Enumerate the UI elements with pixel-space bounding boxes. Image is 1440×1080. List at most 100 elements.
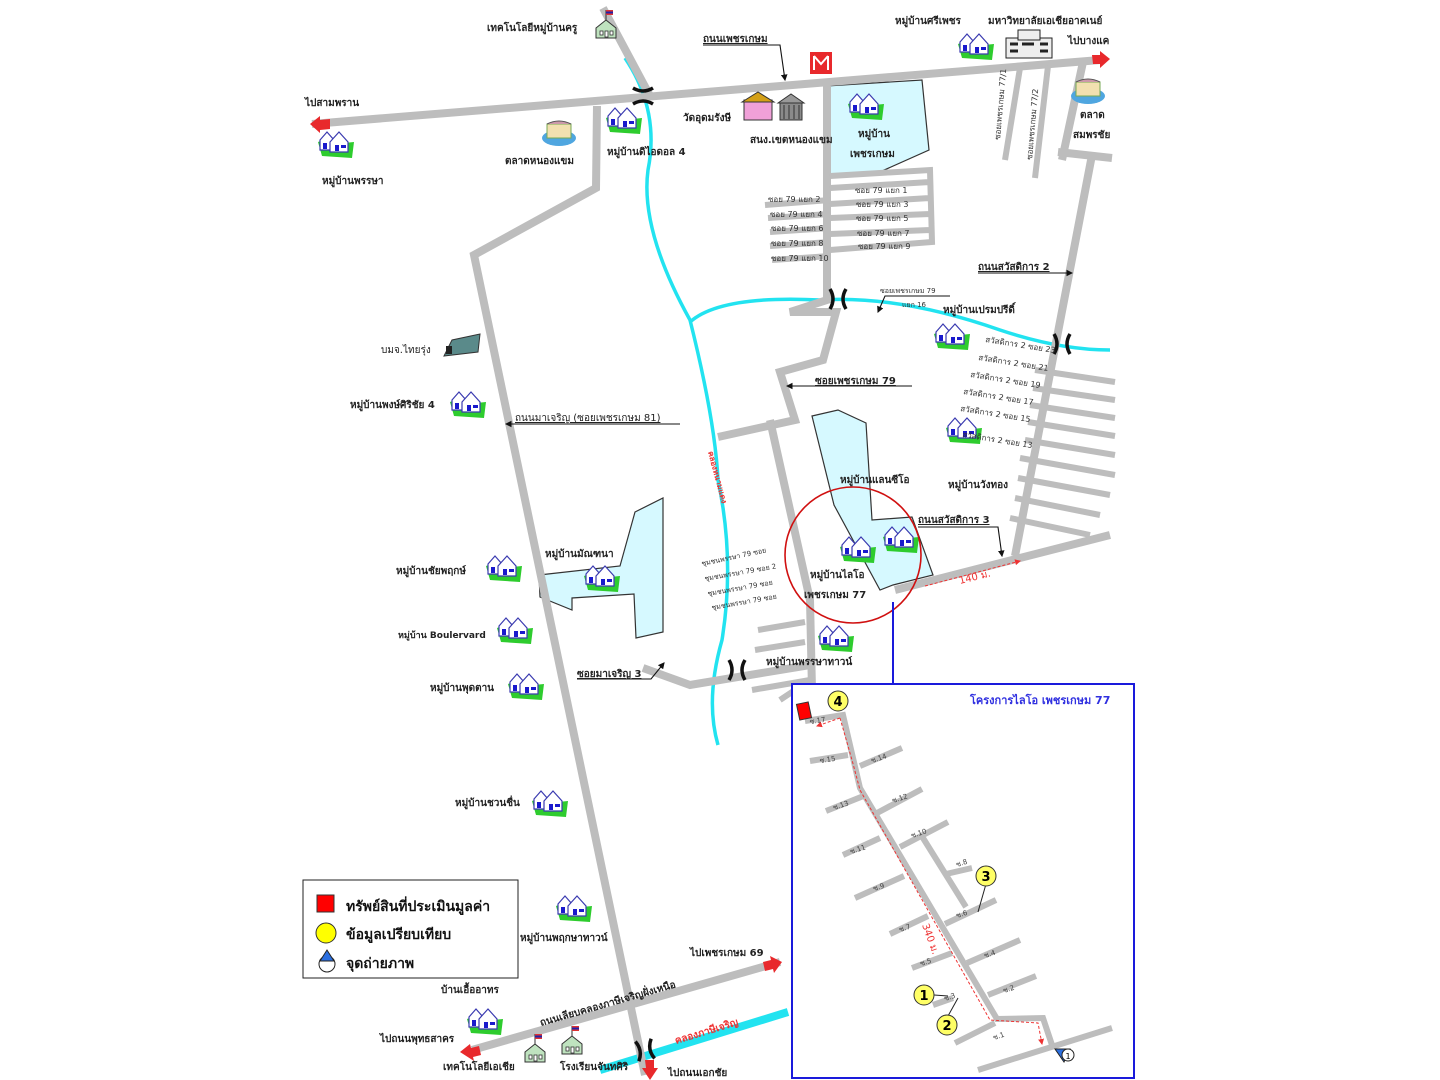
school-icon — [524, 1033, 546, 1063]
inset-map: โครงการไลโอ เพชรเกษม 77 ซ.1 ซ.2 ซ.3 ซ.4 … — [791, 683, 1135, 1079]
svg-text:ซอย 79 แยก 3: ซอย 79 แยก 3 — [856, 200, 909, 209]
svg-text:ซอย 79 แยก 4: ซอย 79 แยก 4 — [770, 210, 823, 219]
svg-text:ซ.4: ซ.4 — [983, 949, 997, 960]
label-nongkhaem-market: ตลาดหนองแขม — [505, 156, 574, 167]
arrow-west-icon — [460, 1044, 481, 1061]
svg-text:ซอย 79 แยก 1: ซอย 79 แยก 1 — [855, 186, 908, 195]
house-icon — [957, 33, 995, 61]
label-sawatdikan3: ถนนสวัสดิการ 3 — [918, 514, 990, 526]
svg-text:ซ.17: ซ.17 — [809, 716, 826, 726]
distance-line — [924, 559, 1021, 587]
label-chaiyaphruek: หมู่บ้านชัยพฤกษ์ — [396, 565, 466, 578]
label-soi-phetkasem79: ซอยเพชรเกษม 79 — [815, 376, 896, 387]
svg-text:ซ.9: ซ.9 — [872, 882, 885, 893]
soi79-branch-labels: ซอย 79 แยก 1 ซอย 79 แยก 2 ซอย 79 แยก 3 ซ… — [768, 186, 911, 263]
house-icon — [933, 323, 971, 351]
label-canal-vertical: คลองหนามแดง — [706, 450, 729, 504]
comparable-marker-4: 4 — [827, 690, 849, 712]
label-canal-road: ถนนเลียบคลองภาษีเจริญฝั่งเหนือ — [538, 977, 677, 1029]
comparable-marker-3: 3 — [975, 865, 997, 913]
university-building-icon — [1005, 29, 1053, 59]
svg-text:สวัสดิการ 2 ซอย 13: สวัสดิการ 2 ซอย 13 — [962, 430, 1033, 450]
label-pansa-village: หมู่บ้านพรรษา — [322, 175, 384, 188]
label-thairung: บมจ.ไทยรุ่ง — [381, 344, 431, 356]
label-to-sampran: ไปสามพราน — [304, 96, 359, 109]
label-to-phetkasem69: ไปเพชรเกษม 69 — [689, 946, 764, 959]
label-sawatdikan2: ถนนสวัสดิการ 2 — [978, 261, 1050, 273]
house-icon — [449, 391, 487, 419]
house-icon — [466, 1008, 504, 1036]
zone-phetkasem-village — [825, 79, 930, 177]
label-market-2: สมพรชัย — [1073, 129, 1110, 141]
label-district-office: สนง.เขตหนองแขม — [750, 135, 833, 146]
label-soi79-16: ซอยเพชรเกษม 79 — [880, 287, 936, 295]
subject-property-icon — [795, 701, 813, 721]
svg-text:ชุมชนพรรษา 79 ซอย: ชุมชนพรรษา 79 ซอย — [701, 546, 767, 568]
label-pansa-town: หมู่บ้านพรรษาทาวน์ — [766, 656, 852, 669]
temple-icon — [740, 91, 776, 121]
label-to-ekkachai: ไปถนนเอกชัย — [667, 1066, 727, 1079]
label-phetkasem-village-2: เพชรเกษม — [850, 149, 895, 160]
house-icon — [817, 625, 855, 653]
label-wangthong: หมู่บ้านวังทอง — [948, 479, 1008, 492]
svg-text:ซ.8: ซ.8 — [955, 858, 968, 869]
svg-text:ซอย 79 แยก 6: ซอย 79 แยก 6 — [771, 224, 824, 233]
svg-text:1: 1 — [919, 989, 928, 1004]
label-soi79-16-b: แยก 16 — [902, 301, 927, 309]
chumchon-labels: ชุมชนพรรษา 79 ซอย ชุมชนพรรษา 79 ซอย 2 ชุ… — [701, 546, 778, 612]
market-icon — [1070, 78, 1106, 105]
svg-text:2: 2 — [942, 1019, 951, 1034]
label-euaarthorn: บ้านเอื้ออาทร — [441, 982, 499, 996]
arrow-east-icon — [1092, 51, 1110, 68]
svg-text:ซ.5: ซ.5 — [919, 957, 932, 968]
house-icon — [485, 555, 523, 583]
label-phuttan: หมู่บ้านพุดตาน — [430, 682, 494, 695]
label-market: ตลาด — [1080, 110, 1105, 121]
school-icon — [561, 1025, 583, 1055]
label-chantasiri-school: โรงเรียนจันทศิริ — [559, 1060, 629, 1073]
svg-text:สวัสดิการ 2 ซอย 21: สวัสดิการ 2 ซอย 21 — [978, 353, 1049, 373]
label-phetkasem-village: หมู่บ้าน — [858, 128, 890, 141]
subject-highlight-circle — [784, 486, 922, 624]
svg-text:ซอย 79 แยก 7: ซอย 79 แยก 7 — [857, 229, 910, 238]
house-icon — [496, 617, 534, 645]
arrow-east-icon — [763, 956, 782, 973]
svg-text:ซอย 79 แยก 9: ซอย 79 แยก 9 — [858, 242, 911, 251]
label-soi-77-1: ซอยเพชรเกษม 77/1 — [993, 68, 1008, 140]
svg-text:ซอย 79 แยก 10: ซอย 79 แยก 10 — [771, 254, 829, 263]
svg-text:4: 4 — [833, 695, 842, 710]
label-lio-phetkasem77: เพชรเกษม 77 — [804, 590, 866, 601]
label-idol4-village: หมู่บ้านดิไอดอล 4 — [607, 145, 686, 159]
label-premprida: หมู่บ้านเปรมปรีดิ์ — [943, 302, 1016, 317]
zone-manthana — [538, 497, 664, 639]
label-asia-tech: เทคโนโลยีเอเชีย — [443, 1060, 515, 1073]
svg-text:สวัสดิการ 2 ซอย 19: สวัสดิการ 2 ซอย 19 — [970, 370, 1041, 390]
house-icon — [555, 895, 593, 923]
zone-lancio — [811, 409, 934, 591]
svg-text:ซ.3: ซ.3 — [943, 992, 956, 1003]
comparable-marker-1: 1 — [913, 984, 949, 1006]
house-icon — [605, 107, 643, 135]
svg-text:ซอย 79 แยก 5: ซอย 79 แยก 5 — [856, 214, 909, 223]
house-icon — [317, 131, 355, 159]
photo-point-marker: 1 — [1054, 1048, 1075, 1064]
label-boulevard: หมู่บ้าน Boulervard — [398, 630, 486, 641]
red-square-icon — [316, 894, 335, 913]
svg-text:ทรัพย์สินที่ประเมินมูลค่า: ทรัพย์สินที่ประเมินมูลค่า — [346, 896, 490, 915]
label-phetkasem-road: ถนนเพชรเกษม — [703, 34, 768, 45]
svg-text:ซอย 79 แยก 2: ซอย 79 แยก 2 — [768, 195, 821, 204]
canal-main — [623, 57, 730, 746]
svg-text:ซ.7: ซ.7 — [898, 923, 911, 934]
svg-text:ซ.1: ซ.1 — [992, 1031, 1005, 1042]
house-icon — [531, 790, 569, 818]
factory-icon — [443, 333, 481, 357]
market-icon — [541, 120, 577, 147]
svg-text:1: 1 — [1065, 1052, 1070, 1061]
svg-text:สวัสดิการ 2 ซอย 17: สวัสดิการ 2 ซอย 17 — [963, 387, 1034, 407]
arrow-west-icon — [310, 116, 330, 133]
svg-text:ซอย 79 แยก 8: ซอย 79 แยก 8 — [771, 239, 824, 248]
label-wat: วัดอุดมรังษี — [683, 112, 731, 124]
house-icon — [507, 673, 545, 701]
svg-text:3: 3 — [981, 870, 990, 885]
